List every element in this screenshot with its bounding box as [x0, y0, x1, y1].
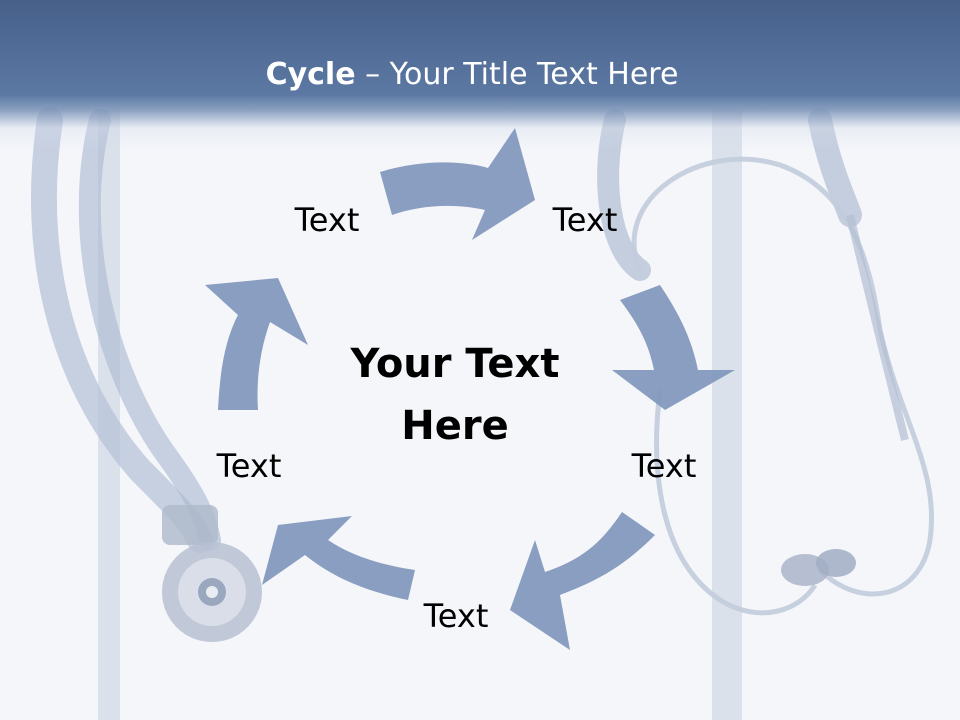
cycle-arrow-top	[380, 128, 535, 240]
cycle-node-label-1: Text	[294, 201, 360, 239]
cycle-node-label-4: Text	[423, 597, 489, 635]
cycle-arrow-bottom-left	[262, 516, 415, 600]
title-rest: – Your Title Text Here	[355, 57, 679, 92]
center-text: Your Text Here	[350, 341, 560, 449]
cycle-arrow-right	[612, 285, 735, 410]
cycle-arrow-left	[205, 278, 308, 410]
title-bold: Cycle	[265, 57, 356, 92]
title-bar	[0, 0, 960, 150]
slide-title: Cycle – Your Title Text Here	[0, 52, 944, 98]
cycle-node-label-2: Text	[552, 201, 618, 239]
cycle-arrow-bottom-right	[510, 512, 655, 650]
cycle-node-label-3: Text	[631, 447, 697, 485]
cycle-node-label-5: Text	[216, 447, 282, 485]
